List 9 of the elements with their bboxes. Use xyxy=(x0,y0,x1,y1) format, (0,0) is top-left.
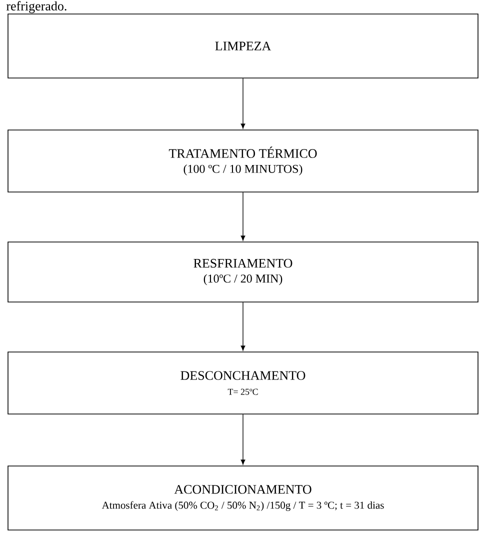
arrow xyxy=(240,302,246,351)
process-box: LIMPEZA xyxy=(8,14,478,78)
arrow xyxy=(240,414,246,465)
arrow xyxy=(240,78,246,129)
process-box: TRATAMENTO TÉRMICO (100 ºC / 10 MINUTOS) xyxy=(8,130,478,192)
process-box: DESCONCHAMENTO T= 25ºC xyxy=(8,352,478,414)
process-box: RESFRIAMENTO (10ºC / 20 MIN) xyxy=(8,242,478,302)
arrow xyxy=(240,192,246,241)
process-box: ACONDICIONAMENTO Atmosfera Ativa (50% CO$_{2}$ / 50% N$_{2}$) /150g / T = 3 ºC; t = 31 dias xyxy=(8,466,478,530)
